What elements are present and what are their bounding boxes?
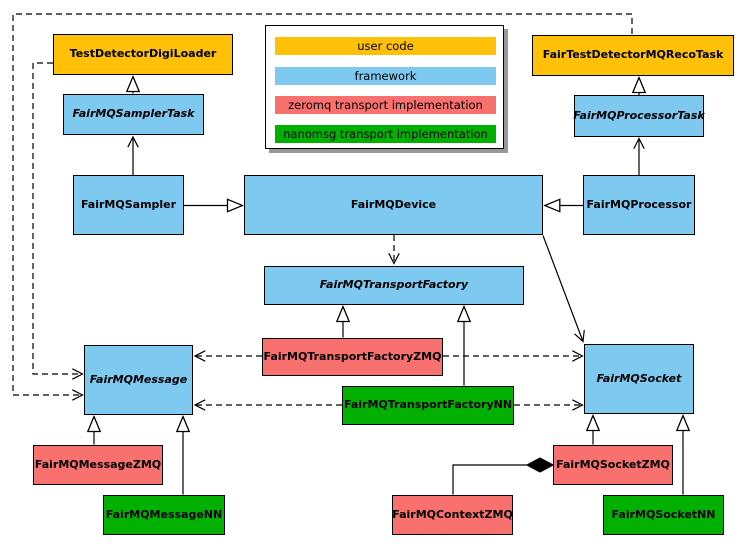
class-box-fairmqprocessortask: FairMQProcessorTask <box>573 95 705 137</box>
class-box-fairmqtransportfactorynn: FairMQTransportFactoryNN <box>342 386 514 425</box>
class-box-testdetectordigiloader: TestDetectorDigiLoader <box>53 34 233 75</box>
class-box-fairmqtransportfactoryzmq: FairMQTransportFactoryZMQ <box>262 338 443 376</box>
legend-item-framework: framework <box>275 67 496 85</box>
class-box-fairmqsocket: FairMQSocket <box>584 344 694 414</box>
legend-label: nanomsg transport implementation <box>283 127 488 141</box>
legend-label: user code <box>357 39 414 53</box>
class-box-fairmqdevice: FairMQDevice <box>244 175 543 235</box>
class-box-fairmqsamplertask: FairMQSamplerTask <box>63 94 204 135</box>
edge-contextzmq-to-socketzmq <box>452 464 527 495</box>
class-box-fairmqprocessor: FairMQProcessor <box>583 175 695 235</box>
edge-device-to-socket <box>542 235 585 343</box>
class-box-fairmqmessage: FairMQMessage <box>84 345 193 415</box>
class-box-fairmqcontextzmq: FairMQContextZMQ <box>392 495 513 535</box>
legend-item-user-code: user code <box>275 37 496 55</box>
legend: user code framework zeromq transport imp… <box>265 25 504 149</box>
class-box-fairmqmessagenn: FairMQMessageNN <box>103 495 225 535</box>
class-box-fairmqtransportfactory: FairMQTransportFactory <box>264 266 524 305</box>
legend-item-zeromq: zeromq transport implementation <box>275 96 496 114</box>
legend-label: zeromq transport implementation <box>288 98 483 112</box>
class-box-fairmqsampler: FairMQSampler <box>73 175 184 235</box>
legend-label: framework <box>354 69 417 83</box>
class-box-fairmqsocketzmq: FairMQSocketZMQ <box>553 445 673 485</box>
legend-item-nanomsg: nanomsg transport implementation <box>275 125 496 143</box>
class-box-fairmqmessagezmq: FairMQMessageZMQ <box>33 445 163 485</box>
class-box-fairmqsocketnn: FairMQSocketNN <box>603 495 724 535</box>
composition-diamond <box>525 457 555 473</box>
class-box-fairtestdetectormqrecotask: FairTestDetectorMQRecoTask <box>532 35 734 76</box>
